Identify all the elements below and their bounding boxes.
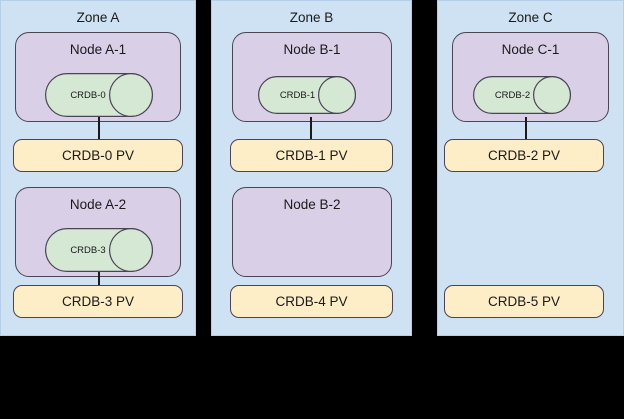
zone-b-title: Zone B	[289, 10, 334, 25]
pv-box-crdb-5[interactable]: CRDB-5 PV	[444, 285, 604, 318]
pv-box-crdb-4[interactable]: CRDB-4 PV	[230, 285, 393, 318]
pv-box-crdb-0[interactable]: CRDB-0 PV	[13, 139, 183, 172]
zone-a-title: Zone A	[76, 10, 120, 25]
zone-c-title: Zone C	[508, 10, 553, 25]
pv-box-crdb-2[interactable]: CRDB-2 PV	[444, 139, 604, 172]
connector-node-a-1-to-pv-crdb-0	[98, 117, 100, 143]
node-b-1-label: Node B-1	[283, 42, 341, 57]
pv-box-crdb-3[interactable]: CRDB-3 PV	[13, 285, 183, 318]
pv-box-crdb-1[interactable]: CRDB-1 PV	[230, 139, 393, 172]
node-b-2-label: Node B-2	[283, 197, 341, 212]
connector-node-b-1-to-pv-crdb-1	[310, 117, 312, 143]
node-a-1-label: Node A-1	[69, 42, 127, 57]
connector-node-c-1-to-pv-crdb-2	[525, 117, 527, 143]
node-c-1-label: Node C-1	[501, 42, 560, 57]
pod-cylinder-crdb-3[interactable]: CRDB-3	[45, 228, 153, 272]
pod-cylinder-crdb-2[interactable]: CRDB-2	[473, 76, 571, 114]
node-a-2-label: Node A-2	[69, 197, 127, 212]
pod-cylinder-crdb-1[interactable]: CRDB-1	[258, 76, 356, 114]
pod-cylinder-crdb-0[interactable]: CRDB-0	[45, 73, 153, 117]
node-box-b-2[interactable]: Node B-2	[232, 187, 392, 277]
